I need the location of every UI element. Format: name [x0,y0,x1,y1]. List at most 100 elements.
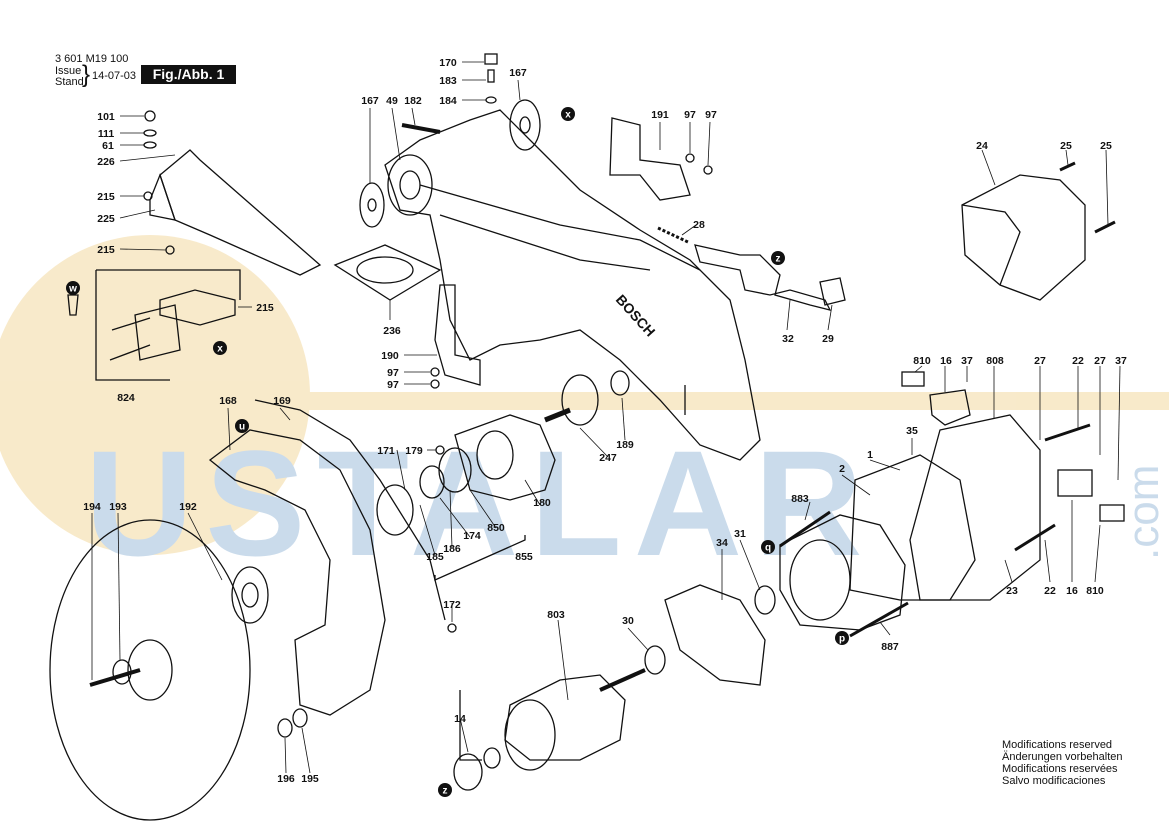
motor-cap-24 [961,174,1086,301]
brush-holder-16b [1057,469,1093,497]
part-outlines [49,53,1125,821]
group-bracket-855 [434,535,526,582]
brace-glyph: } [82,61,91,88]
issue-date: 14-07-03 [92,70,137,82]
callout-172: 172 [443,599,461,611]
marker-letter: u [239,422,245,433]
motor-cap-edge [961,204,1021,286]
marker-q: q [761,540,775,554]
callout-101: 101 [97,111,115,123]
brush-810b [1099,504,1125,522]
callout-824: 824 [117,392,135,404]
blade-arbor [127,639,173,701]
leader-lines [91,61,1121,774]
watermark-suffix: .com [1119,465,1168,560]
motor-frame-1 [849,454,976,601]
washer-14b [483,747,501,769]
callout-887: 887 [881,641,899,653]
marker-x: x [213,341,227,355]
lever-32 [694,244,832,311]
marker-disc [761,540,775,554]
callout-28: 28 [693,219,705,231]
pin-183 [487,69,495,83]
screw-97b [430,379,440,389]
callout-14: 14 [454,713,466,725]
callout-808: 808 [986,355,1004,367]
callout-191: 191 [651,109,669,121]
callout-27: 27 [1034,355,1046,367]
bearing-14 [453,753,483,791]
callout-170: 170 [439,57,457,69]
marker-letter: p [839,634,845,645]
fan-shroud-34 [664,584,766,686]
washer-111 [143,129,157,137]
callout-196: 196 [277,773,295,785]
callout-25: 25 [1060,140,1072,152]
flange-192 [231,566,269,624]
callout-192: 192 [179,501,197,513]
callout-803: 803 [547,609,565,621]
armature-fan [504,699,556,771]
spring-28 [657,226,689,244]
spindle [544,407,571,423]
note-line-1: Modifications reserved [1002,739,1113,751]
callout-225: 225 [97,213,115,225]
callout-810: 810 [1086,585,1104,597]
callout-810: 810 [913,355,931,367]
callout-184: 184 [439,95,457,107]
callout-97: 97 [387,367,399,379]
callout-174: 174 [463,530,481,542]
washer-167b [509,99,541,151]
callout-35: 35 [906,425,918,437]
latch-screw [111,317,151,331]
washer-167a [359,182,385,228]
watermark: USTALAR .com [0,235,1169,587]
screw-25b [1094,220,1116,234]
guard-link-169 [254,399,446,621]
screw-172 [447,623,457,633]
group-bracket-14 [459,690,482,761]
figure-label: Fig./Abb. 1 [141,65,236,84]
callout-247: 247 [599,452,617,464]
callout-215: 215 [97,244,115,256]
marker-disc [66,281,80,295]
arm-ridge [419,184,701,271]
callout-labels: 1011116122621522521521582417018318416716… [83,57,1127,785]
motor-housing-808 [909,414,1041,601]
callout-186: 186 [443,543,461,555]
callout-167: 167 [509,67,527,79]
stand-label: Stand [55,76,84,88]
part-number: 3 601 M19 100 [55,53,129,65]
washer-174 [419,465,445,499]
callout-31: 31 [734,528,746,540]
bearing-plate-hub [476,430,514,480]
stator-2 [779,514,906,631]
callout-2: 2 [839,463,845,475]
callout-97: 97 [705,109,717,121]
callout-29: 29 [822,333,834,345]
callout-1: 1 [867,449,873,461]
blade-washer-193 [112,659,132,685]
callout-23: 23 [1006,585,1018,597]
callout-34: 34 [716,537,728,549]
bearing-30 [644,645,666,675]
bearing-189 [610,370,630,396]
callout-180: 180 [533,497,551,509]
callout-37: 37 [1115,355,1127,367]
arm-pivot [387,154,433,216]
brush-holder-16a [929,389,971,426]
gear-247 [561,374,599,426]
washer-196 [277,718,293,738]
marker-disc [561,107,575,121]
callout-883: 883 [791,493,809,505]
nut-184 [485,96,497,104]
callout-97: 97 [387,379,399,391]
screw-215 [143,191,153,201]
armature-shaft [599,668,646,692]
arm-ridge-lower [439,214,651,271]
upper-guard-bracket [149,173,176,221]
callout-850: 850 [487,522,505,534]
marker-letter: z [443,786,448,797]
